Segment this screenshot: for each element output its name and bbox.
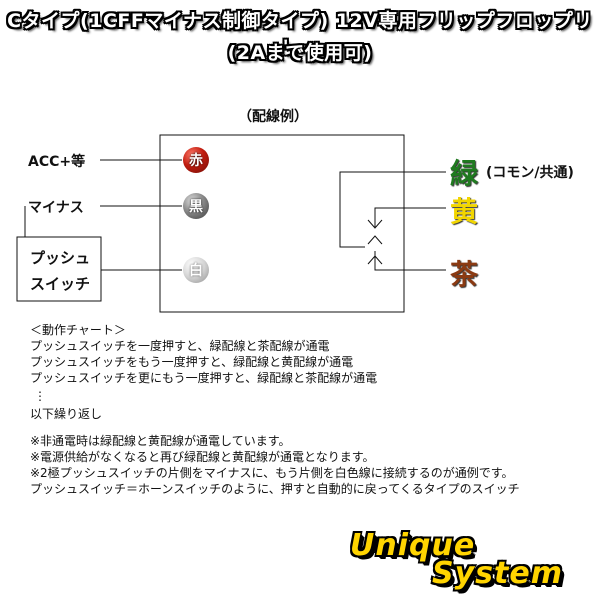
brand-logo-line1: Unique <box>350 528 476 563</box>
green-common-line <box>339 171 446 248</box>
chart-line: プッシュスイッチを更にもう一度押すと、緑配線と茶配線が通電 <box>30 371 378 385</box>
brand-logo-line2: System <box>432 556 563 591</box>
minus-label: マイナス <box>28 200 84 216</box>
page-title: Cタイプ(1CFFマイナス制御タイプ) 12V専用フリップフロップリレー <box>7 10 593 59</box>
switch-label-line2: スイッチ <box>30 275 91 293</box>
note-line: ※2極プッシュスイッチの片側をマイナスに、もう片側を白色線に接続するのが通例です… <box>30 466 514 480</box>
arrow-up-icon <box>367 235 383 245</box>
brown-output-label: 茶 <box>450 258 479 291</box>
note-line: プッシュスイッチ＝ホーンスイッチのように、押すと自動的に戻ってくるタイプのスイッ… <box>30 482 520 496</box>
chart-heading: ＜動作チャート＞ <box>30 323 126 337</box>
note-line: ※電源供給がなくなると再び緑配線と黄配線が通電となります。 <box>30 450 375 464</box>
yellow-line <box>374 207 446 227</box>
note-line: ※非通電時は緑配線と黄配線が通電しています。 <box>30 434 291 448</box>
switch-label-line1: プッシュ <box>30 249 91 267</box>
green-output-label: 緑 <box>450 157 479 190</box>
page-subtitle: (2Aまで使用可) <box>227 42 373 64</box>
white-wire-terminal: 白 <box>183 257 209 283</box>
yellow-output-label: 黄 <box>450 195 479 228</box>
red-wire-terminal: 赤 <box>183 147 209 173</box>
chart-repeat: 以下繰り返し <box>30 407 103 421</box>
push-switch-box <box>16 236 102 302</box>
chart-ellipsis: ⋮ <box>34 389 46 403</box>
diagram-title: （配線例） <box>238 109 308 125</box>
brown-line <box>374 251 446 271</box>
green-common-note: (コモン/共通) <box>486 165 574 181</box>
acc-label: ACC+等 <box>28 154 86 170</box>
arrow-down-icon <box>367 219 383 229</box>
black-wire-terminal: 黒 <box>183 193 209 219</box>
chart-line: プッシュスイッチを一度押すと、緑配線と茶配線が通電 <box>30 339 330 353</box>
chart-line: プッシュスイッチをもう一度押すと、緑配線と黄配線が通電 <box>30 355 354 369</box>
arrow-up-icon <box>367 255 383 265</box>
relay-box <box>159 134 405 313</box>
